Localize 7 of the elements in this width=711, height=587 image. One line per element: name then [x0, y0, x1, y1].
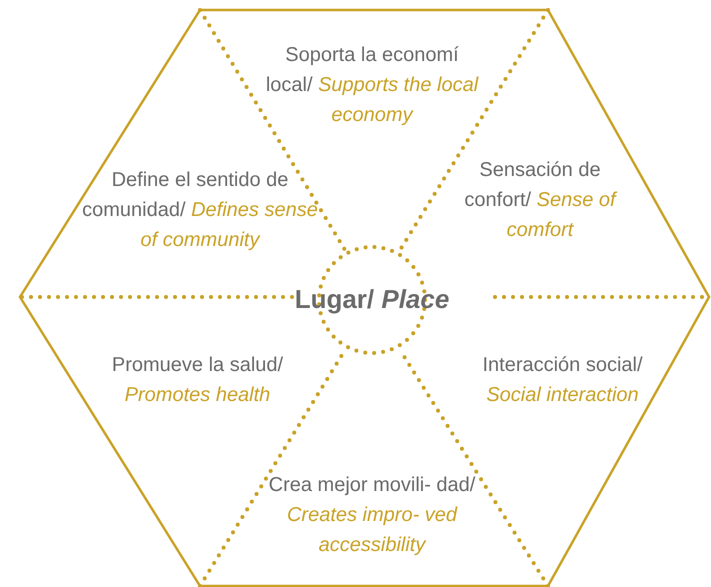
sector-label: Interacción social/ Social interaction	[481, 353, 644, 408]
center-label: Lugar/ Place	[294, 283, 450, 316]
sector-label: Define el sentido de comunidad/ Defines sense of community	[81, 168, 319, 253]
sector-label: Soporta la economí local/ Supports the local economy	[264, 43, 480, 128]
sector-label: Promueve la salud/ Promotes health	[110, 353, 284, 408]
sector-label: Sensación de confort/ Sense of comfort	[463, 158, 618, 243]
sector-label: Crea mejor movili- dad/ Creates impro- ved accessibility	[268, 473, 476, 558]
